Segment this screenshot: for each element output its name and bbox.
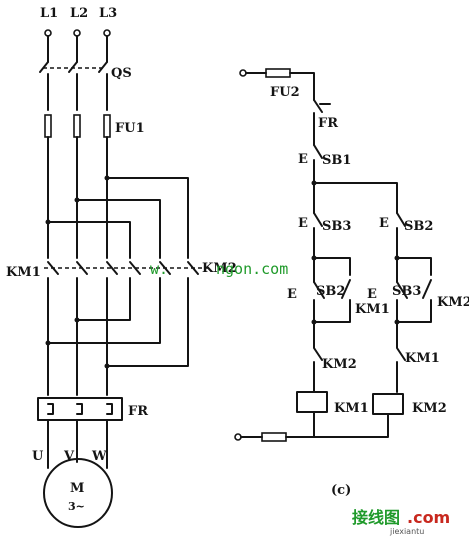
right-interlock xyxy=(396,321,406,393)
fu1-label: FU1 xyxy=(115,121,145,136)
right-sb2-label: SB2 xyxy=(404,219,433,234)
control-circuit: FU2 FR E SB1 E SB3 E SB2 E SB2 KM1 E SB3 xyxy=(234,68,469,498)
junction xyxy=(394,255,400,261)
supply-lines xyxy=(47,35,108,63)
motor xyxy=(43,458,113,528)
right-hold-top xyxy=(396,257,432,276)
junction xyxy=(45,340,51,346)
fr-label: FR xyxy=(128,404,148,419)
fr-contact-label: FR xyxy=(318,116,338,131)
return-wire-3 xyxy=(106,277,189,367)
km2-coil xyxy=(372,393,404,415)
watermark-bottom: 接线图 xyxy=(352,508,400,527)
power-circuit: L1 L2 L3 QS FU1 KM1 KM2 xyxy=(6,6,237,528)
junction xyxy=(45,219,51,225)
left-sb2-label: SB2 xyxy=(316,284,345,299)
left-sb2-marker: E xyxy=(287,287,297,302)
km1-coil xyxy=(296,391,328,413)
phase-label-l1: L1 xyxy=(40,6,58,21)
junction xyxy=(104,175,110,181)
terminal-w: W xyxy=(91,449,107,464)
junction xyxy=(311,255,317,261)
junction xyxy=(311,180,317,186)
return-wire-2 xyxy=(47,277,161,344)
qs-label: QS xyxy=(111,66,132,81)
phase-label-l3: L3 xyxy=(99,6,117,21)
left-sb3-marker: E xyxy=(298,216,308,231)
watermark-top-suffix: ngon.com xyxy=(216,260,288,278)
fuse-l2 xyxy=(73,114,81,138)
sb1-marker: E xyxy=(298,152,308,167)
coil-return xyxy=(313,411,389,438)
phase-label-l2: L2 xyxy=(70,6,88,21)
junction xyxy=(104,363,110,369)
left-interlock-label: KM2 xyxy=(322,357,357,372)
km2-label: KM2 xyxy=(202,261,237,276)
motor-leads xyxy=(47,419,108,469)
left-sb3-contact xyxy=(313,212,323,283)
right-sb2-marker: E xyxy=(379,216,389,231)
figure-label: (c) xyxy=(331,483,351,498)
left-hold-label: KM1 xyxy=(355,302,390,317)
branch-split xyxy=(313,182,398,214)
return-wire-1 xyxy=(76,277,131,321)
lines-to-contactor xyxy=(47,136,108,259)
right-hold-label: KM2 xyxy=(437,295,469,310)
right-interlock-label: KM1 xyxy=(405,351,440,366)
fuse-l3 xyxy=(103,114,111,138)
watermark-bottom-suffix: .com xyxy=(407,508,450,527)
right-km2-hold xyxy=(396,279,432,323)
motor-label: M xyxy=(70,481,84,496)
right-sb3-marker: E xyxy=(367,287,377,302)
sb1-label: SB1 xyxy=(322,153,351,168)
junction xyxy=(74,317,80,323)
overload-elements xyxy=(47,403,113,415)
km1-label: KM1 xyxy=(6,265,41,280)
qs-switch-blades xyxy=(39,61,108,73)
left-hold-top xyxy=(313,257,351,276)
terminal-u: U xyxy=(32,449,44,464)
left-sb2-contact xyxy=(313,281,325,323)
right-sb3-contact xyxy=(396,281,408,323)
left-km1-hold xyxy=(313,279,351,323)
right-sb3-label: SB3 xyxy=(392,284,421,299)
fu2-label: FU2 xyxy=(270,85,300,100)
motor-phase: 3~ xyxy=(68,500,85,513)
left-interlock xyxy=(313,321,323,393)
left-sb3-label: SB3 xyxy=(322,219,351,234)
switch-out xyxy=(47,73,108,111)
fu2-fuse xyxy=(265,68,291,78)
wire xyxy=(289,72,315,101)
bottom-fuse xyxy=(261,432,287,442)
right-sb2-contact xyxy=(396,212,406,283)
overload-relay xyxy=(37,397,123,421)
watermark-bottom-small: jiexiantu xyxy=(389,527,424,536)
lines-to-overload xyxy=(47,277,108,396)
km1-coil-label: KM1 xyxy=(334,401,369,416)
cross-wire-2 xyxy=(76,199,161,259)
watermark-top-prefix: w. xyxy=(150,260,168,278)
fr-contact xyxy=(313,99,331,146)
cross-wire-3 xyxy=(47,221,131,259)
fuse-l1 xyxy=(44,114,52,138)
sb1-contact xyxy=(313,144,323,184)
control-terminal-bottom xyxy=(234,433,242,441)
km2-coil-label: KM2 xyxy=(412,401,447,416)
cross-wire-1 xyxy=(106,177,189,259)
junction xyxy=(74,197,80,203)
